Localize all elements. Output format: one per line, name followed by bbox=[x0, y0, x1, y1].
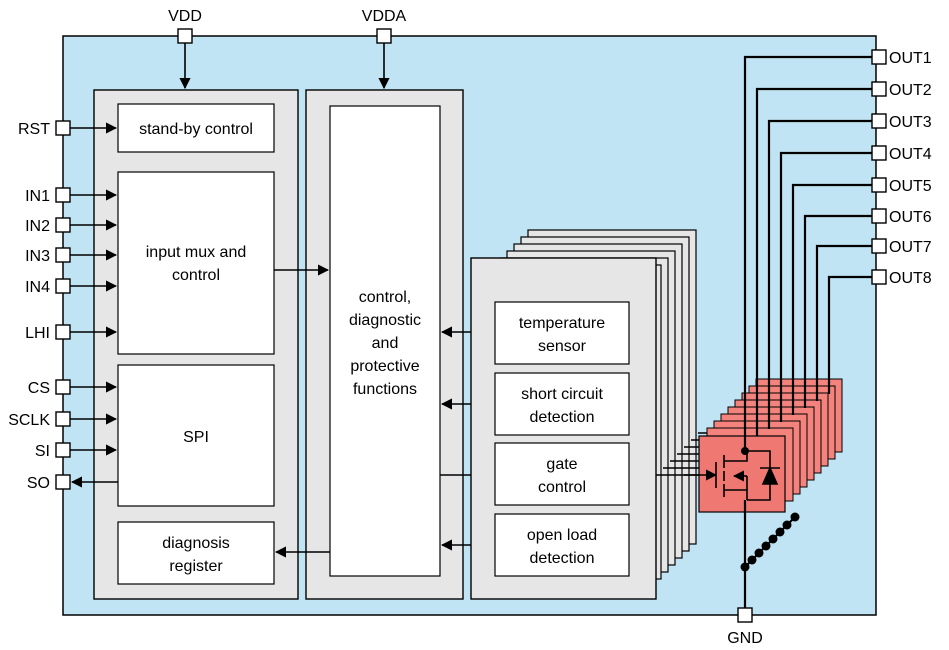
vdd-label: VDD bbox=[168, 8, 202, 25]
diag-register-label-2: register bbox=[169, 558, 223, 575]
ground-junction-dots bbox=[740, 512, 800, 572]
output-bus bbox=[743, 55, 876, 451]
open-load-label-1: open load bbox=[527, 527, 597, 544]
input-mux-label-2: control bbox=[172, 267, 220, 284]
input-mux-label-1: input mux and bbox=[146, 244, 247, 261]
out6-label: OUT6 bbox=[889, 209, 932, 226]
control-label-1: control, bbox=[359, 289, 411, 306]
out3-label: OUT3 bbox=[889, 114, 932, 131]
short-circuit-block bbox=[494, 372, 630, 436]
control-label-5: functions bbox=[353, 381, 417, 398]
standby-label: stand-by control bbox=[139, 121, 253, 138]
pin-in2: IN2 bbox=[25, 218, 50, 235]
spi-block bbox=[117, 364, 275, 507]
temp-sensor-block bbox=[494, 301, 630, 365]
pin-in3: IN3 bbox=[25, 248, 50, 265]
vdda-label: VDDA bbox=[362, 8, 407, 25]
out7-label: OUT7 bbox=[889, 239, 932, 256]
internal-arrows bbox=[179, 42, 471, 558]
out1-label: OUT1 bbox=[889, 50, 932, 67]
input-mux-block bbox=[117, 171, 275, 355]
short-circuit-label-2: detection bbox=[530, 409, 595, 426]
short-circuit-label-1: short circuit bbox=[521, 386, 603, 403]
control-label-3: and bbox=[372, 335, 399, 352]
pin-lhi: LHI bbox=[25, 325, 50, 342]
control-label-2: diagnostic bbox=[349, 312, 421, 329]
left-pins bbox=[55, 120, 71, 490]
diag-register-block bbox=[117, 521, 275, 585]
pin-arrows bbox=[70, 122, 118, 488]
standby-block bbox=[117, 103, 275, 153]
out8-label: OUT8 bbox=[889, 270, 932, 287]
gate-control-block bbox=[494, 442, 630, 506]
gnd-pin bbox=[737, 607, 753, 623]
gate-control-label-2: control bbox=[538, 479, 586, 496]
pin-si: SI bbox=[35, 443, 50, 460]
open-load-block bbox=[494, 513, 630, 577]
pin-in4: IN4 bbox=[25, 279, 50, 296]
pin-rst: RST bbox=[18, 121, 50, 138]
gate-control-label-1: gate bbox=[546, 456, 577, 473]
junction-dot bbox=[741, 447, 749, 455]
temp-sensor-label-1: temperature bbox=[519, 315, 605, 332]
spi-label: SPI bbox=[183, 429, 209, 446]
vdda-pin bbox=[376, 28, 392, 44]
vdd-pin bbox=[177, 28, 193, 44]
out5-label: OUT5 bbox=[889, 178, 932, 195]
gnd-label: GND bbox=[727, 630, 763, 647]
output-pins bbox=[871, 49, 887, 285]
pin-cs: CS bbox=[28, 380, 50, 397]
control-label-4: protective bbox=[350, 358, 419, 375]
pin-so: SO bbox=[27, 475, 50, 492]
temp-sensor-label-2: sensor bbox=[538, 338, 587, 355]
diag-register-label-1: diagnosis bbox=[162, 535, 230, 552]
open-load-label-2: detection bbox=[530, 550, 595, 567]
out4-label: OUT4 bbox=[889, 146, 932, 163]
control-block bbox=[329, 105, 441, 577]
pin-in1: IN1 bbox=[25, 188, 50, 205]
pin-sclk: SCLK bbox=[8, 412, 50, 429]
out2-label: OUT2 bbox=[889, 82, 932, 99]
